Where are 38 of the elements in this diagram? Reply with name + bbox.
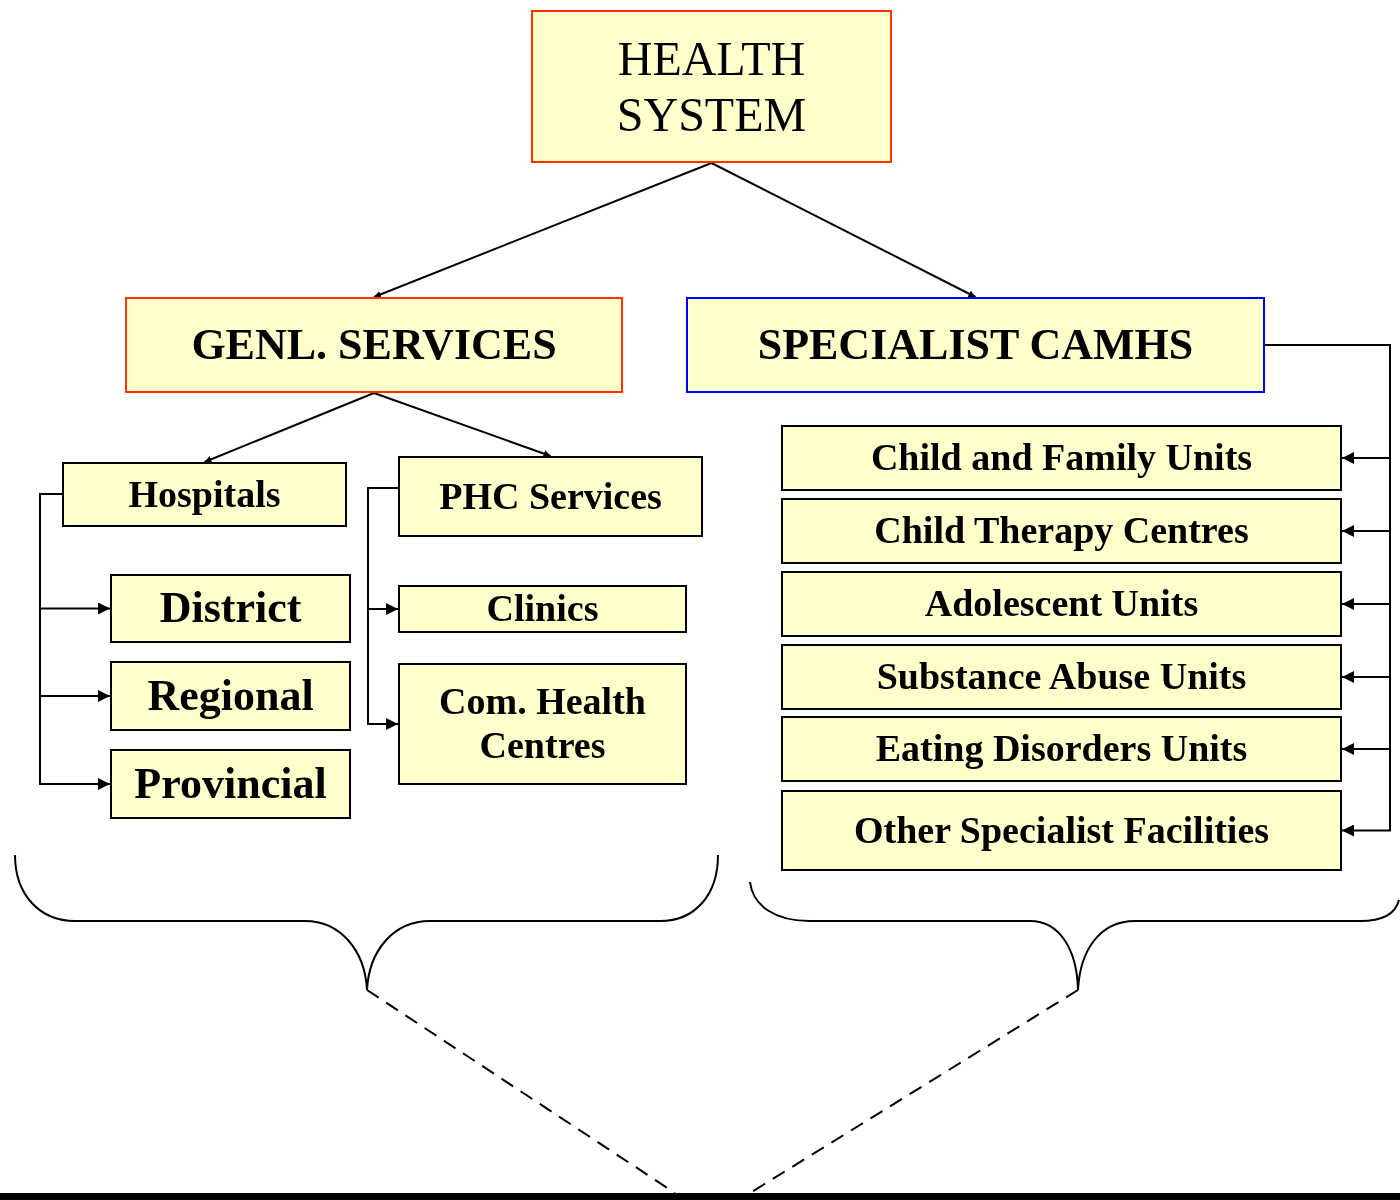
- node-label: Adolescent Units: [924, 582, 1199, 626]
- node-label: District: [159, 583, 302, 634]
- node-label: HEALTH SYSTEM: [615, 31, 808, 142]
- arrow: [373, 392, 552, 457]
- arrow: [39, 493, 111, 790]
- node-label: Other Specialist Facilities: [853, 808, 1270, 853]
- service-box: [110, 574, 351, 643]
- node-label: PHC Services: [439, 474, 662, 519]
- service-box: [781, 425, 1342, 491]
- node-label: Substance Abuse Units: [876, 655, 1247, 699]
- node-label: Provincial: [134, 758, 327, 810]
- service-box: [398, 585, 687, 633]
- service-box: [781, 716, 1342, 782]
- node-label: Clinics: [486, 587, 599, 631]
- arrow: [373, 162, 713, 298]
- service-box: [110, 661, 351, 731]
- node-label: Regional: [147, 670, 314, 722]
- service-box: [398, 663, 687, 785]
- node-label: Hospitals: [128, 472, 281, 517]
- service-box: [781, 571, 1342, 637]
- node-label: Child Therapy Centres: [874, 509, 1249, 553]
- arrow: [710, 162, 977, 298]
- node-label: GENL. SERVICES: [191, 319, 557, 371]
- service-box: [781, 498, 1342, 564]
- service-box: [398, 456, 703, 537]
- root-box: [531, 10, 892, 163]
- category-box: [125, 297, 623, 393]
- node-label: Com. Health Centres: [438, 680, 647, 768]
- service-box: [781, 644, 1342, 710]
- node-label: SPECIALIST CAMHS: [757, 319, 1194, 371]
- arrow: [367, 487, 399, 730]
- node-label: Eating Disorders Units: [875, 727, 1248, 771]
- service-box: [62, 462, 347, 527]
- arrow: [203, 392, 375, 463]
- service-box: [110, 749, 351, 819]
- service-box: [781, 790, 1342, 871]
- category-box: [686, 297, 1265, 393]
- node-label: Child and Family Units: [870, 436, 1253, 480]
